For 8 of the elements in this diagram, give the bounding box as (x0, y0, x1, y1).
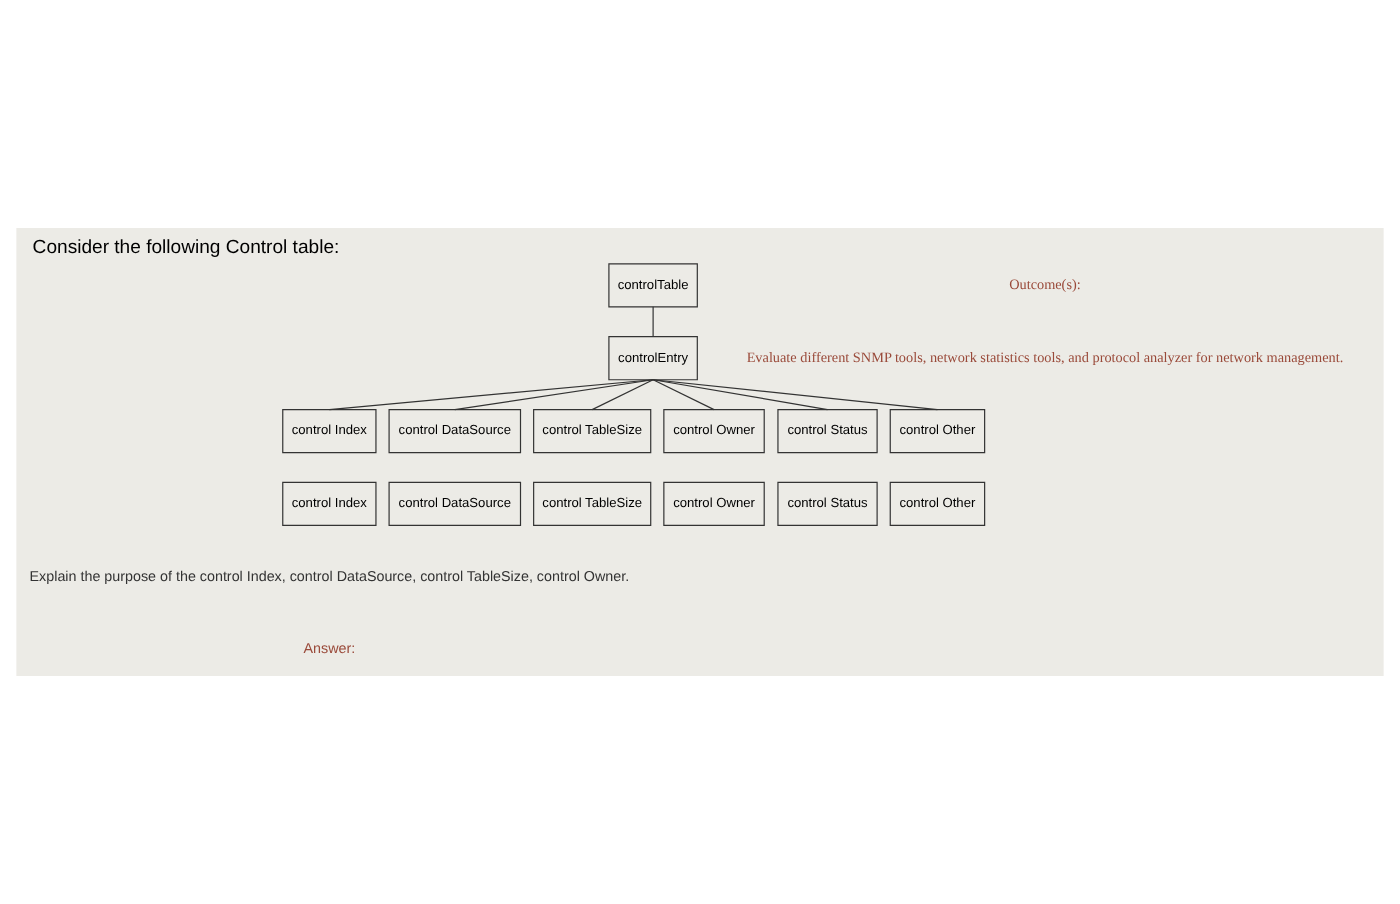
connector (591, 379, 654, 411)
connector (652, 379, 715, 411)
connector (328, 379, 654, 411)
diagram-title: Consider the following Control table: (32, 236, 340, 259)
connector (454, 379, 654, 411)
connector (652, 379, 829, 411)
connector (652, 379, 939, 411)
connector (652, 306, 654, 338)
